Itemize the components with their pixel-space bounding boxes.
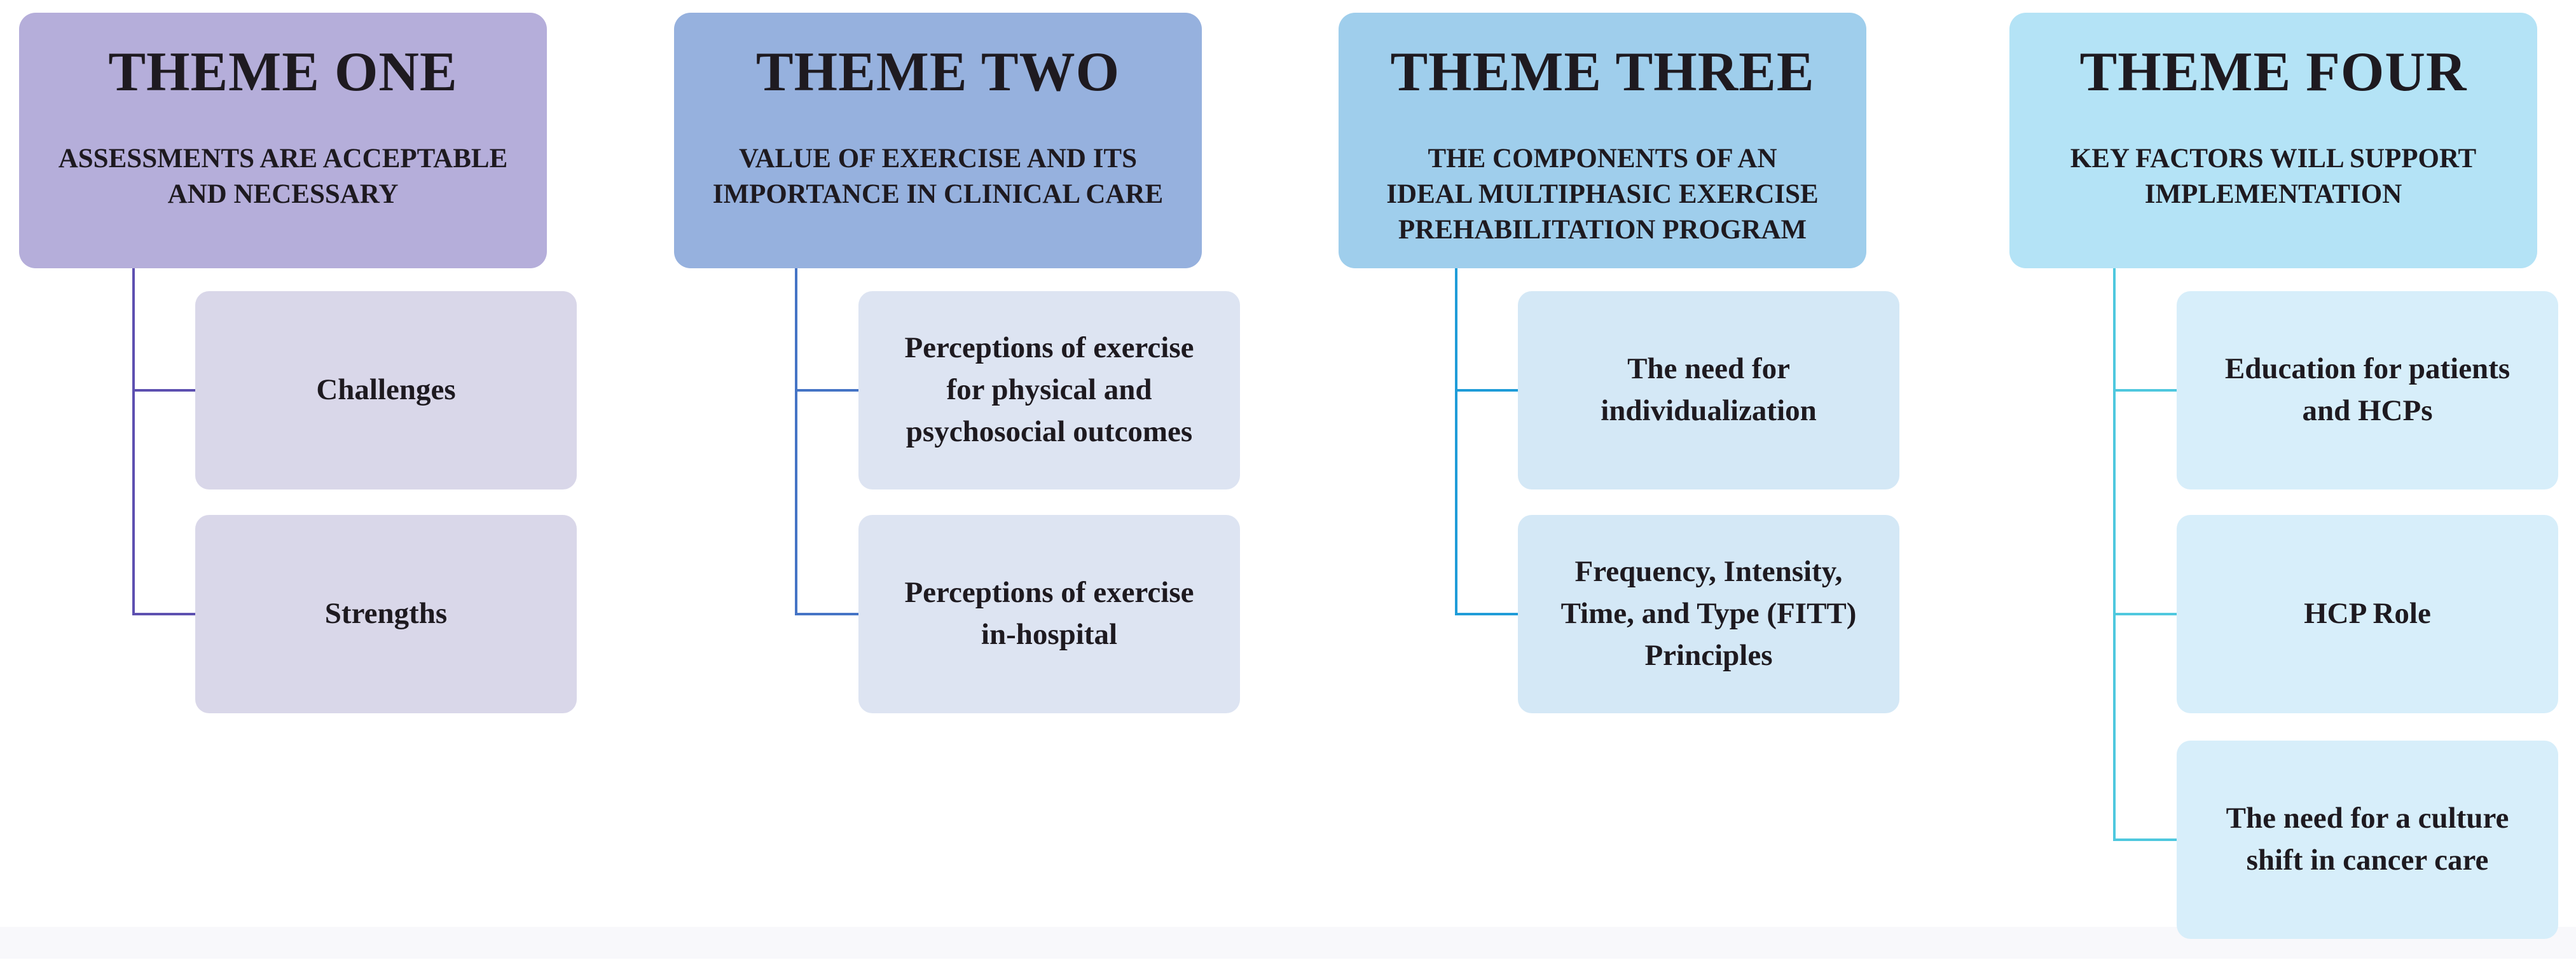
subtheme-box-theme-three-2: Frequency, Intensity, Time, and Type (FI…: [1518, 515, 1899, 713]
theme-header-box-theme-three: THEME THREE THE COMPONENTS OF AN IDEAL MU…: [1339, 13, 1866, 268]
subtheme-box-theme-three-1: The need for individualization: [1518, 291, 1899, 489]
subtheme-label: The need for individualization: [1601, 352, 1817, 427]
theme-subtitle: ASSESSMENTS ARE ACCEPTABLE AND NECESSARY: [58, 144, 508, 209]
theme-subtitle: VALUE OF EXERCISE AND ITS IMPORTANCE IN …: [712, 144, 1164, 209]
connector-branch-line: [2113, 389, 2178, 392]
theme-title: THEME ONE: [108, 41, 458, 103]
subtheme-label: HCP Role: [2304, 597, 2431, 631]
subtheme-label: Frequency, Intensity, Time, and Type (FI…: [1560, 555, 1857, 672]
subtheme-label: Perceptions of exercise for physical and…: [904, 331, 1194, 448]
page-bottom-band: [0, 927, 2576, 959]
connector-branch-line: [2113, 613, 2178, 615]
theme-title: THEME TWO: [755, 41, 1120, 103]
subtheme-label: The need for a culture shift in cancer c…: [2226, 802, 2509, 877]
theme-header-box-theme-two: THEME TWO VALUE OF EXERCISE AND ITS IMPOR…: [674, 13, 1202, 268]
subtheme-label: Perceptions of exercise in-hospital: [904, 576, 1194, 651]
connector-branch-line: [1455, 613, 1519, 615]
connector-branch-line: [795, 613, 860, 615]
subtheme-box-theme-four-2: HCP Role: [2177, 515, 2558, 713]
theme-title: THEME FOUR: [2079, 41, 2467, 103]
subtheme-box-theme-one-1: Challenges: [195, 291, 577, 489]
connector-branch-line: [132, 389, 196, 392]
theme-subtitle: KEY FACTORS WILL SUPPORT IMPLEMENTATION: [2070, 144, 2477, 209]
theme-header-box-theme-one: THEME ONE ASSESSMENTS ARE ACCEPTABLE AND …: [19, 13, 547, 268]
connector-branch-line: [1455, 389, 1519, 392]
subtheme-label: Education for patients and HCPs: [2224, 352, 2511, 427]
connector-trunk-line: [1455, 268, 1457, 615]
connector-trunk-line: [2113, 268, 2116, 841]
subtheme-box-theme-two-1: Perceptions of exercise for physical and…: [858, 291, 1240, 489]
connector-branch-line: [795, 389, 860, 392]
subtheme-box-theme-one-2: Strengths: [195, 515, 577, 713]
connector-trunk-line: [795, 268, 797, 615]
subtheme-label: Challenges: [316, 373, 456, 407]
theme-title: THEME THREE: [1390, 41, 1815, 103]
subtheme-box-theme-four-3: The need for a culture shift in cancer c…: [2177, 741, 2558, 939]
connector-branch-line: [132, 613, 196, 615]
theme-header-box-theme-four: THEME FOUR KEY FACTORS WILL SUPPORT IMPLE…: [2009, 13, 2537, 268]
connector-trunk-line: [132, 268, 135, 615]
subtheme-box-theme-four-1: Education for patients and HCPs: [2177, 291, 2558, 489]
theme-subtitle: THE COMPONENTS OF AN IDEAL MULTIPHASIC E…: [1386, 144, 1819, 245]
subtheme-label: Strengths: [324, 597, 448, 631]
subtheme-box-theme-two-2: Perceptions of exercise in-hospital: [858, 515, 1240, 713]
connector-branch-line: [2113, 838, 2178, 841]
